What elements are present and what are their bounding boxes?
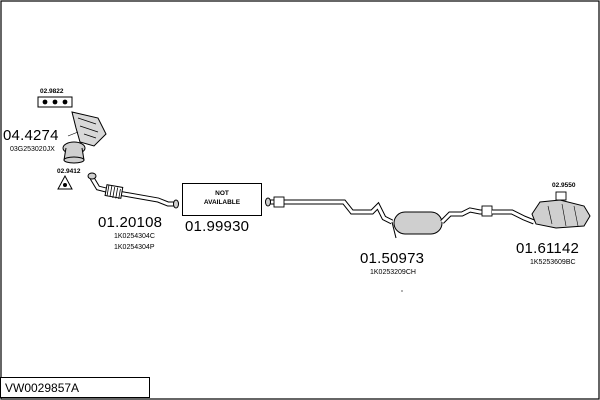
intermediate-pipe-icon: [265, 196, 394, 225]
front-pipe-ref-1: 1K0254304C: [114, 233, 155, 240]
manifold-ref: 03G253020JX: [10, 146, 55, 153]
front-pipe-ref-2: 1K0254304P: [114, 244, 155, 251]
not-available-box: NOT AVAILABLE: [182, 183, 262, 216]
exhaust-manifold-icon: [62, 111, 107, 164]
middle-silencer-icon: [391, 205, 493, 239]
not-available-line-1: NOT: [215, 190, 229, 197]
set-reference-number: VW0029857A: [5, 381, 80, 395]
manifold-gasket-icon: [37, 96, 73, 108]
rear-silencer-icon: [492, 191, 591, 229]
front-gasket-number: 02.9412: [57, 168, 81, 175]
front-gasket-icon: [57, 174, 73, 190]
rear-mounting-number: 02.9550: [552, 182, 576, 189]
catalyst-part-number: 01.99930: [185, 218, 250, 235]
middle-silencer-part-number: 01.50973: [360, 250, 425, 267]
rear-silencer-part-number: 01.61142: [516, 240, 580, 257]
rear-silencer-ref: 1K5253609BC: [530, 259, 576, 266]
leader-lines: [67, 131, 403, 292]
set-reference-box: VW0029857A: [0, 377, 150, 398]
manifold-gasket-number: 02.9822: [40, 88, 64, 95]
front-pipe-icon: [87, 172, 179, 209]
middle-silencer-ref: 1K0253209CH: [370, 269, 416, 276]
not-available-line-2: AVAILABLE: [203, 199, 241, 206]
front-pipe-part-number: 01.20108: [98, 214, 163, 231]
manifold-part-number: 04.4274: [3, 127, 59, 144]
